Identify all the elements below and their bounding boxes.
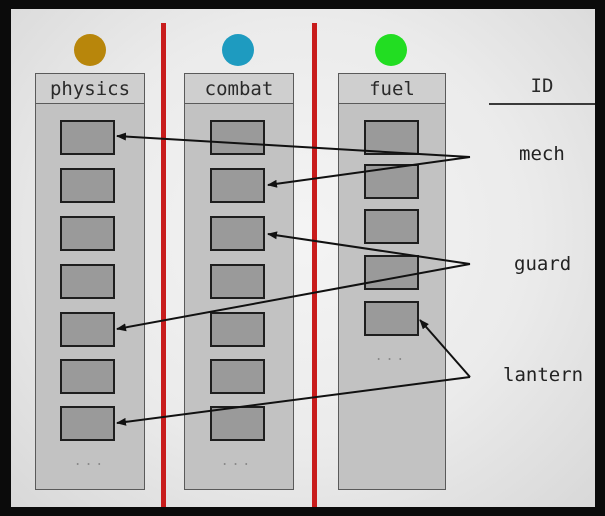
id-column-header: ID (530, 75, 554, 97)
combat-slot-3 (210, 216, 265, 251)
physics-slot-6 (60, 359, 115, 394)
arrow-lantern-fuel (419, 319, 471, 378)
fuel-color-dot (375, 34, 407, 66)
physics-slot-1 (60, 120, 115, 155)
combat-slot-1 (210, 120, 265, 155)
entity-label-lantern: lantern (503, 364, 584, 386)
fuel-slot-3 (364, 209, 419, 244)
physics-slot-3 (60, 216, 115, 251)
physics-color-dot (74, 34, 106, 66)
physics-column-header: physics (36, 74, 144, 104)
fuel-slot-4 (364, 255, 419, 290)
combat-column-header: combat (185, 74, 293, 104)
entity-label-mech: mech (519, 143, 565, 165)
physics-slot-2 (60, 168, 115, 203)
combat-slot-6 (210, 359, 265, 394)
fuel-ellipsis: ... (374, 349, 408, 364)
arrow-mech-physics (116, 132, 471, 158)
combat-slot-2 (210, 168, 265, 203)
fuel-column: fuel ... (338, 73, 446, 490)
combat-color-dot (222, 34, 254, 66)
arrow-lantern-physics (116, 376, 471, 426)
red-divider-left (161, 23, 166, 507)
physics-ellipsis: ... (73, 454, 107, 469)
arrow-mech-combat (267, 156, 471, 188)
physics-slot-5 (60, 312, 115, 347)
physics-slot-4 (60, 264, 115, 299)
combat-slot-5 (210, 312, 265, 347)
red-divider-right (312, 23, 317, 507)
arrow-guard-combat (267, 231, 471, 265)
fuel-column-header: fuel (339, 74, 445, 104)
combat-slot-4 (210, 264, 265, 299)
id-header-underline (489, 103, 595, 105)
fuel-slot-1 (364, 120, 419, 155)
entity-label-guard: guard (514, 253, 572, 275)
physics-column: physics ... (35, 73, 145, 490)
combat-ellipsis: ... (220, 454, 254, 469)
fuel-slot-5 (364, 301, 419, 336)
arrow-guard-physics (116, 263, 471, 332)
physics-slot-7 (60, 406, 115, 441)
